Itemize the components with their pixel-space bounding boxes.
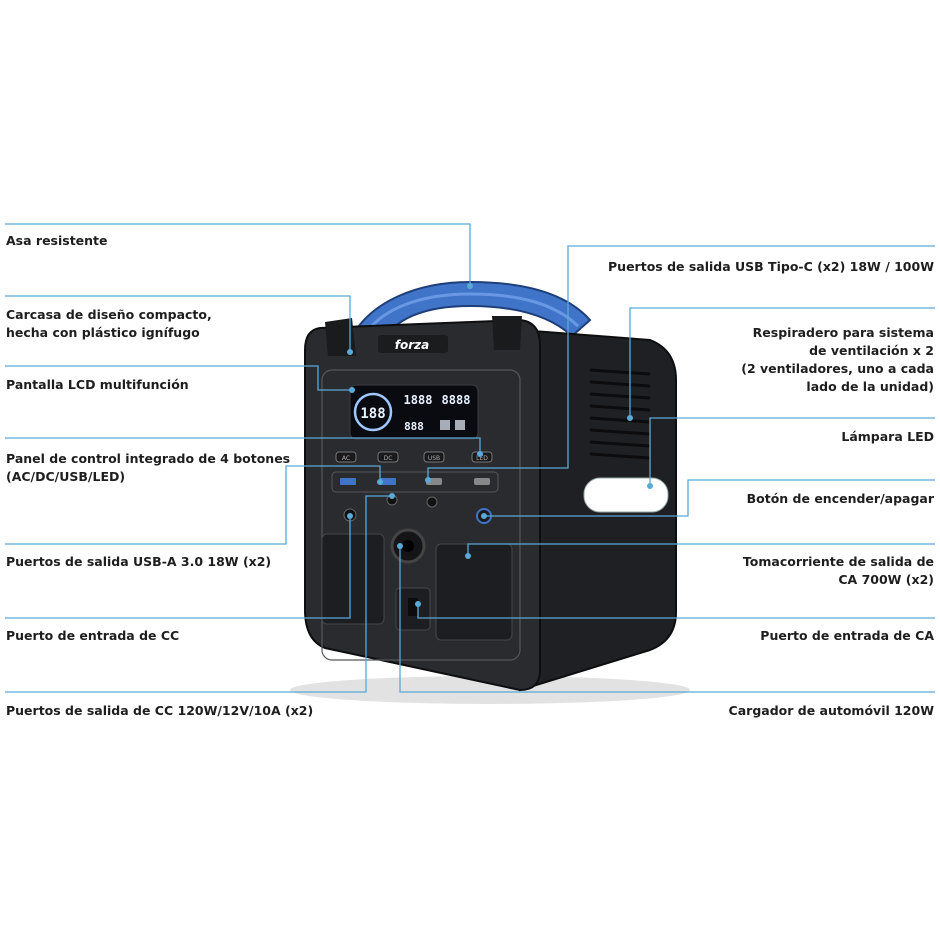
label-car-charger: Cargador de automóvil 120W <box>728 703 934 718</box>
button-usb[interactable] <box>423 451 445 463</box>
label-usb-a: Puertos de salida USB-A 3.0 18W (x2) <box>6 554 272 569</box>
svg-text:USB: USB <box>428 455 440 462</box>
label-control-panel: Panel de control integrado de 4 botones(… <box>6 451 291 484</box>
svg-text:1888: 1888 <box>404 393 433 407</box>
label-handle: Asa resistente <box>6 233 108 248</box>
svg-text:8888: 8888 <box>442 393 471 407</box>
handle <box>348 280 592 350</box>
label-lcd: Pantalla LCD multifunción <box>6 377 189 392</box>
control-buttons: AC DC USB LED <box>335 451 493 463</box>
ac-outlet-right <box>435 543 513 641</box>
ac-outlet-left <box>321 533 385 625</box>
brand-logo: forza <box>395 338 429 352</box>
label-dc-output: Puertos de salida de CC 120W/12V/10A (x2… <box>6 703 314 718</box>
svg-text:DC: DC <box>384 455 393 462</box>
label-usb-c: Puertos de salida USB Tipo-C (x2) 18W / … <box>608 259 934 274</box>
label-ac-input: Puerto de entrada de CA <box>760 628 934 643</box>
side-vent <box>589 368 651 460</box>
button-dc[interactable] <box>377 451 399 463</box>
label-dc-input: Puerto de entrada de CC <box>6 628 180 643</box>
label-casing: Carcasa de diseño compacto,hecha con plá… <box>6 307 212 340</box>
power-station: forza 188 1888 8888 888 AC DC US <box>290 280 690 704</box>
svg-text:LED: LED <box>476 455 488 462</box>
label-power-button: Botón de encender/apagar <box>746 491 934 506</box>
leader-lines <box>5 223 935 693</box>
svg-text:AC: AC <box>342 455 350 462</box>
svg-text:188: 188 <box>360 406 385 422</box>
lcd-screen: 188 1888 8888 888 <box>349 384 479 440</box>
button-ac[interactable] <box>335 451 357 463</box>
svg-text:888: 888 <box>404 420 424 433</box>
label-led-lamp: Lámpara LED <box>841 429 934 444</box>
led-lamp <box>583 477 669 513</box>
